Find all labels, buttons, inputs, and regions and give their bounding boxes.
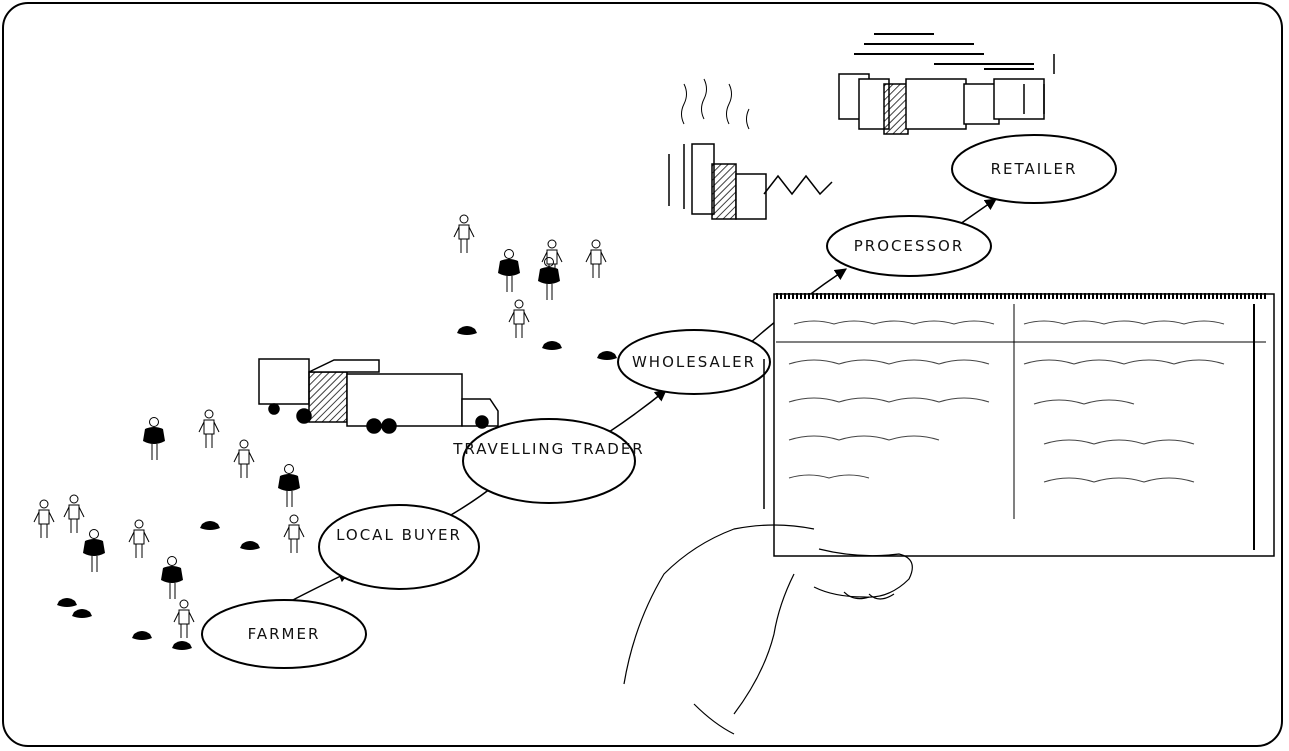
node-local-buyer: LOCAL BUYER bbox=[318, 504, 480, 590]
shops-icon bbox=[838, 33, 1055, 135]
factory-icon bbox=[668, 78, 833, 220]
node-farmer: FARMER bbox=[201, 599, 367, 669]
local-buyers-illustration bbox=[142, 409, 305, 554]
marketing-chain-diagram: FARMER LOCAL BUYER TRAVELLING TRADER WHO… bbox=[33, 33, 1275, 735]
farmers-illustration bbox=[33, 494, 195, 650]
node-retailer: RETAILER bbox=[951, 134, 1117, 204]
wholesalers-illustration bbox=[453, 214, 617, 360]
arrow-travelling-trader-to-wholesaler bbox=[608, 389, 667, 433]
node-label-local-buyer: LOCAL BUYER bbox=[336, 526, 462, 544]
node-label-wholesaler: WHOLESALER bbox=[632, 353, 756, 371]
truck-icon bbox=[258, 358, 499, 434]
node-processor: PROCESSOR bbox=[826, 215, 992, 277]
ledger-clipboard bbox=[763, 293, 1275, 557]
node-label-processor: PROCESSOR bbox=[854, 237, 965, 255]
node-label-farmer: FARMER bbox=[248, 625, 321, 643]
node-travelling-trader: TRAVELLING TRADER bbox=[452, 418, 644, 504]
hand-illustration bbox=[623, 524, 913, 735]
ledger-scribbles bbox=[788, 320, 1225, 483]
node-label-retailer: RETAILER bbox=[991, 160, 1078, 178]
node-label-travelling-trader: TRAVELLING TRADER bbox=[452, 440, 644, 458]
node-wholesaler: WHOLESALER bbox=[617, 329, 771, 395]
